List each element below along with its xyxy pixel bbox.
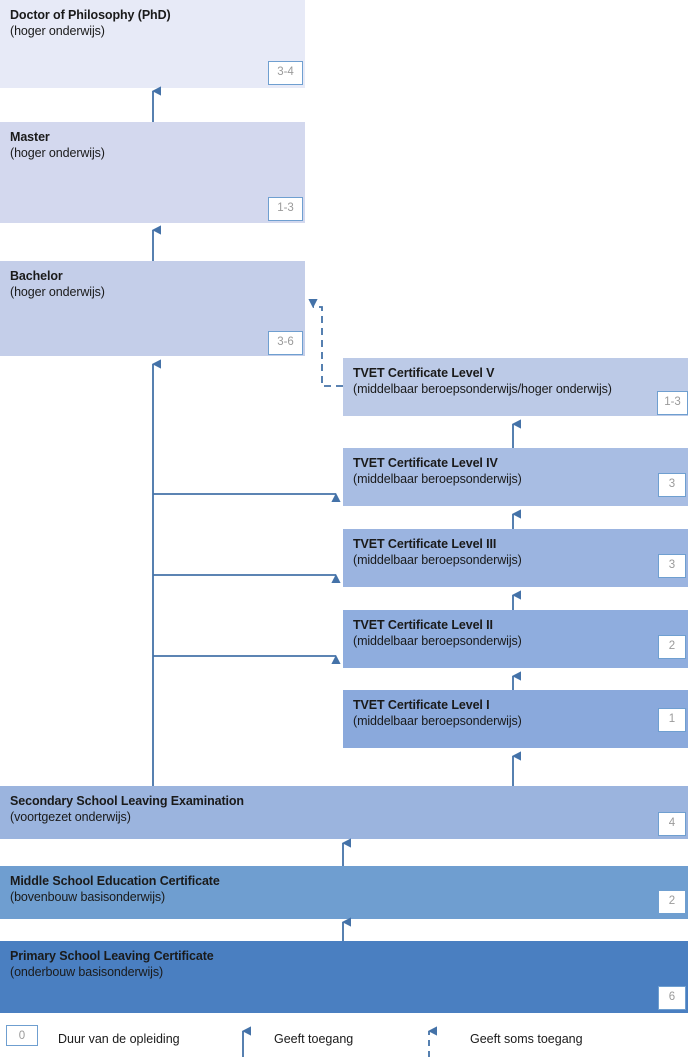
duration-badge-primary: 6 (658, 986, 686, 1010)
node-title: Bachelor (10, 269, 63, 283)
legend-access-label: Geeft toegang (274, 1032, 354, 1046)
node-primary: Primary School Leaving Certificate (onde… (0, 941, 688, 1013)
node-phd: Doctor of Philosophy (PhD) (hoger onderw… (0, 0, 305, 88)
duration-badge-secondary: 4 (658, 812, 686, 836)
node-title: Master (10, 130, 50, 144)
duration-badge-tvet1: 1 (658, 708, 686, 732)
node-tvet5: TVET Certificate Level V (middelbaar ber… (343, 358, 688, 416)
node-title: TVET Certificate Level V (353, 366, 495, 380)
node-subtitle: (hoger onderwijs) (10, 146, 105, 160)
duration-badge-tvet2: 2 (658, 635, 686, 659)
duration-badge-tvet4: 3 (658, 473, 686, 497)
node-subtitle: (middelbaar beroepsonderwijs) (353, 714, 522, 728)
node-subtitle: (middelbaar beroepsonderwijs) (353, 472, 522, 486)
node-tvet3: TVET Certificate Level III (middelbaar b… (343, 529, 688, 587)
legend-duration-label: Duur van de opleiding (58, 1032, 180, 1046)
arrow-tvet5-to-bachelor-dashed (308, 299, 343, 387)
node-title: TVET Certificate Level III (353, 537, 497, 551)
duration-badge-middle: 2 (658, 890, 686, 914)
node-subtitle: (middelbaar beroepsonderwijs) (353, 553, 522, 567)
duration-badge-bachelor: 3-6 (268, 331, 303, 355)
node-subtitle: (middelbaar beroepsonderwijs/hoger onder… (353, 382, 612, 396)
node-title: Primary School Leaving Certificate (10, 949, 214, 963)
node-bachelor: Bachelor (hoger onderwijs) (0, 261, 305, 356)
node-subtitle: (middelbaar beroepsonderwijs) (353, 634, 522, 648)
node-title: Secondary School Leaving Examination (10, 794, 244, 808)
legend: 0 Duur van de opleiding Geeft toegang Ge… (0, 1024, 688, 1057)
node-master: Master (hoger onderwijs) (0, 122, 305, 223)
node-subtitle: (bovenbouw basisonderwijs) (10, 890, 166, 904)
legend-duration-badge: 0 (6, 1025, 38, 1046)
node-tvet4: TVET Certificate Level IV (middelbaar be… (343, 448, 688, 506)
duration-badge-phd: 3-4 (268, 61, 303, 85)
node-middle: Middle School Education Certificate (bov… (0, 866, 688, 919)
node-title: TVET Certificate Level I (353, 698, 490, 712)
node-subtitle: (hoger onderwijs) (10, 285, 105, 299)
duration-badge-tvet5: 1-3 (657, 391, 688, 415)
duration-badge-master: 1-3 (268, 197, 303, 221)
node-title: TVET Certificate Level II (353, 618, 493, 632)
legend-sometimes-access-label: Geeft soms toegang (470, 1032, 583, 1046)
node-title: TVET Certificate Level IV (353, 456, 498, 470)
node-subtitle: (hoger onderwijs) (10, 24, 105, 38)
node-tvet1: TVET Certificate Level I (middelbaar ber… (343, 690, 688, 748)
node-tvet2: TVET Certificate Level II (middelbaar be… (343, 610, 688, 668)
node-title: Middle School Education Certificate (10, 874, 220, 888)
node-secondary: Secondary School Leaving Examination (vo… (0, 786, 688, 839)
duration-badge-tvet3: 3 (658, 554, 686, 578)
node-title: Doctor of Philosophy (PhD) (10, 8, 171, 22)
node-subtitle: (onderbouw basisonderwijs) (10, 965, 164, 979)
node-subtitle: (voortgezet onderwijs) (10, 810, 131, 824)
